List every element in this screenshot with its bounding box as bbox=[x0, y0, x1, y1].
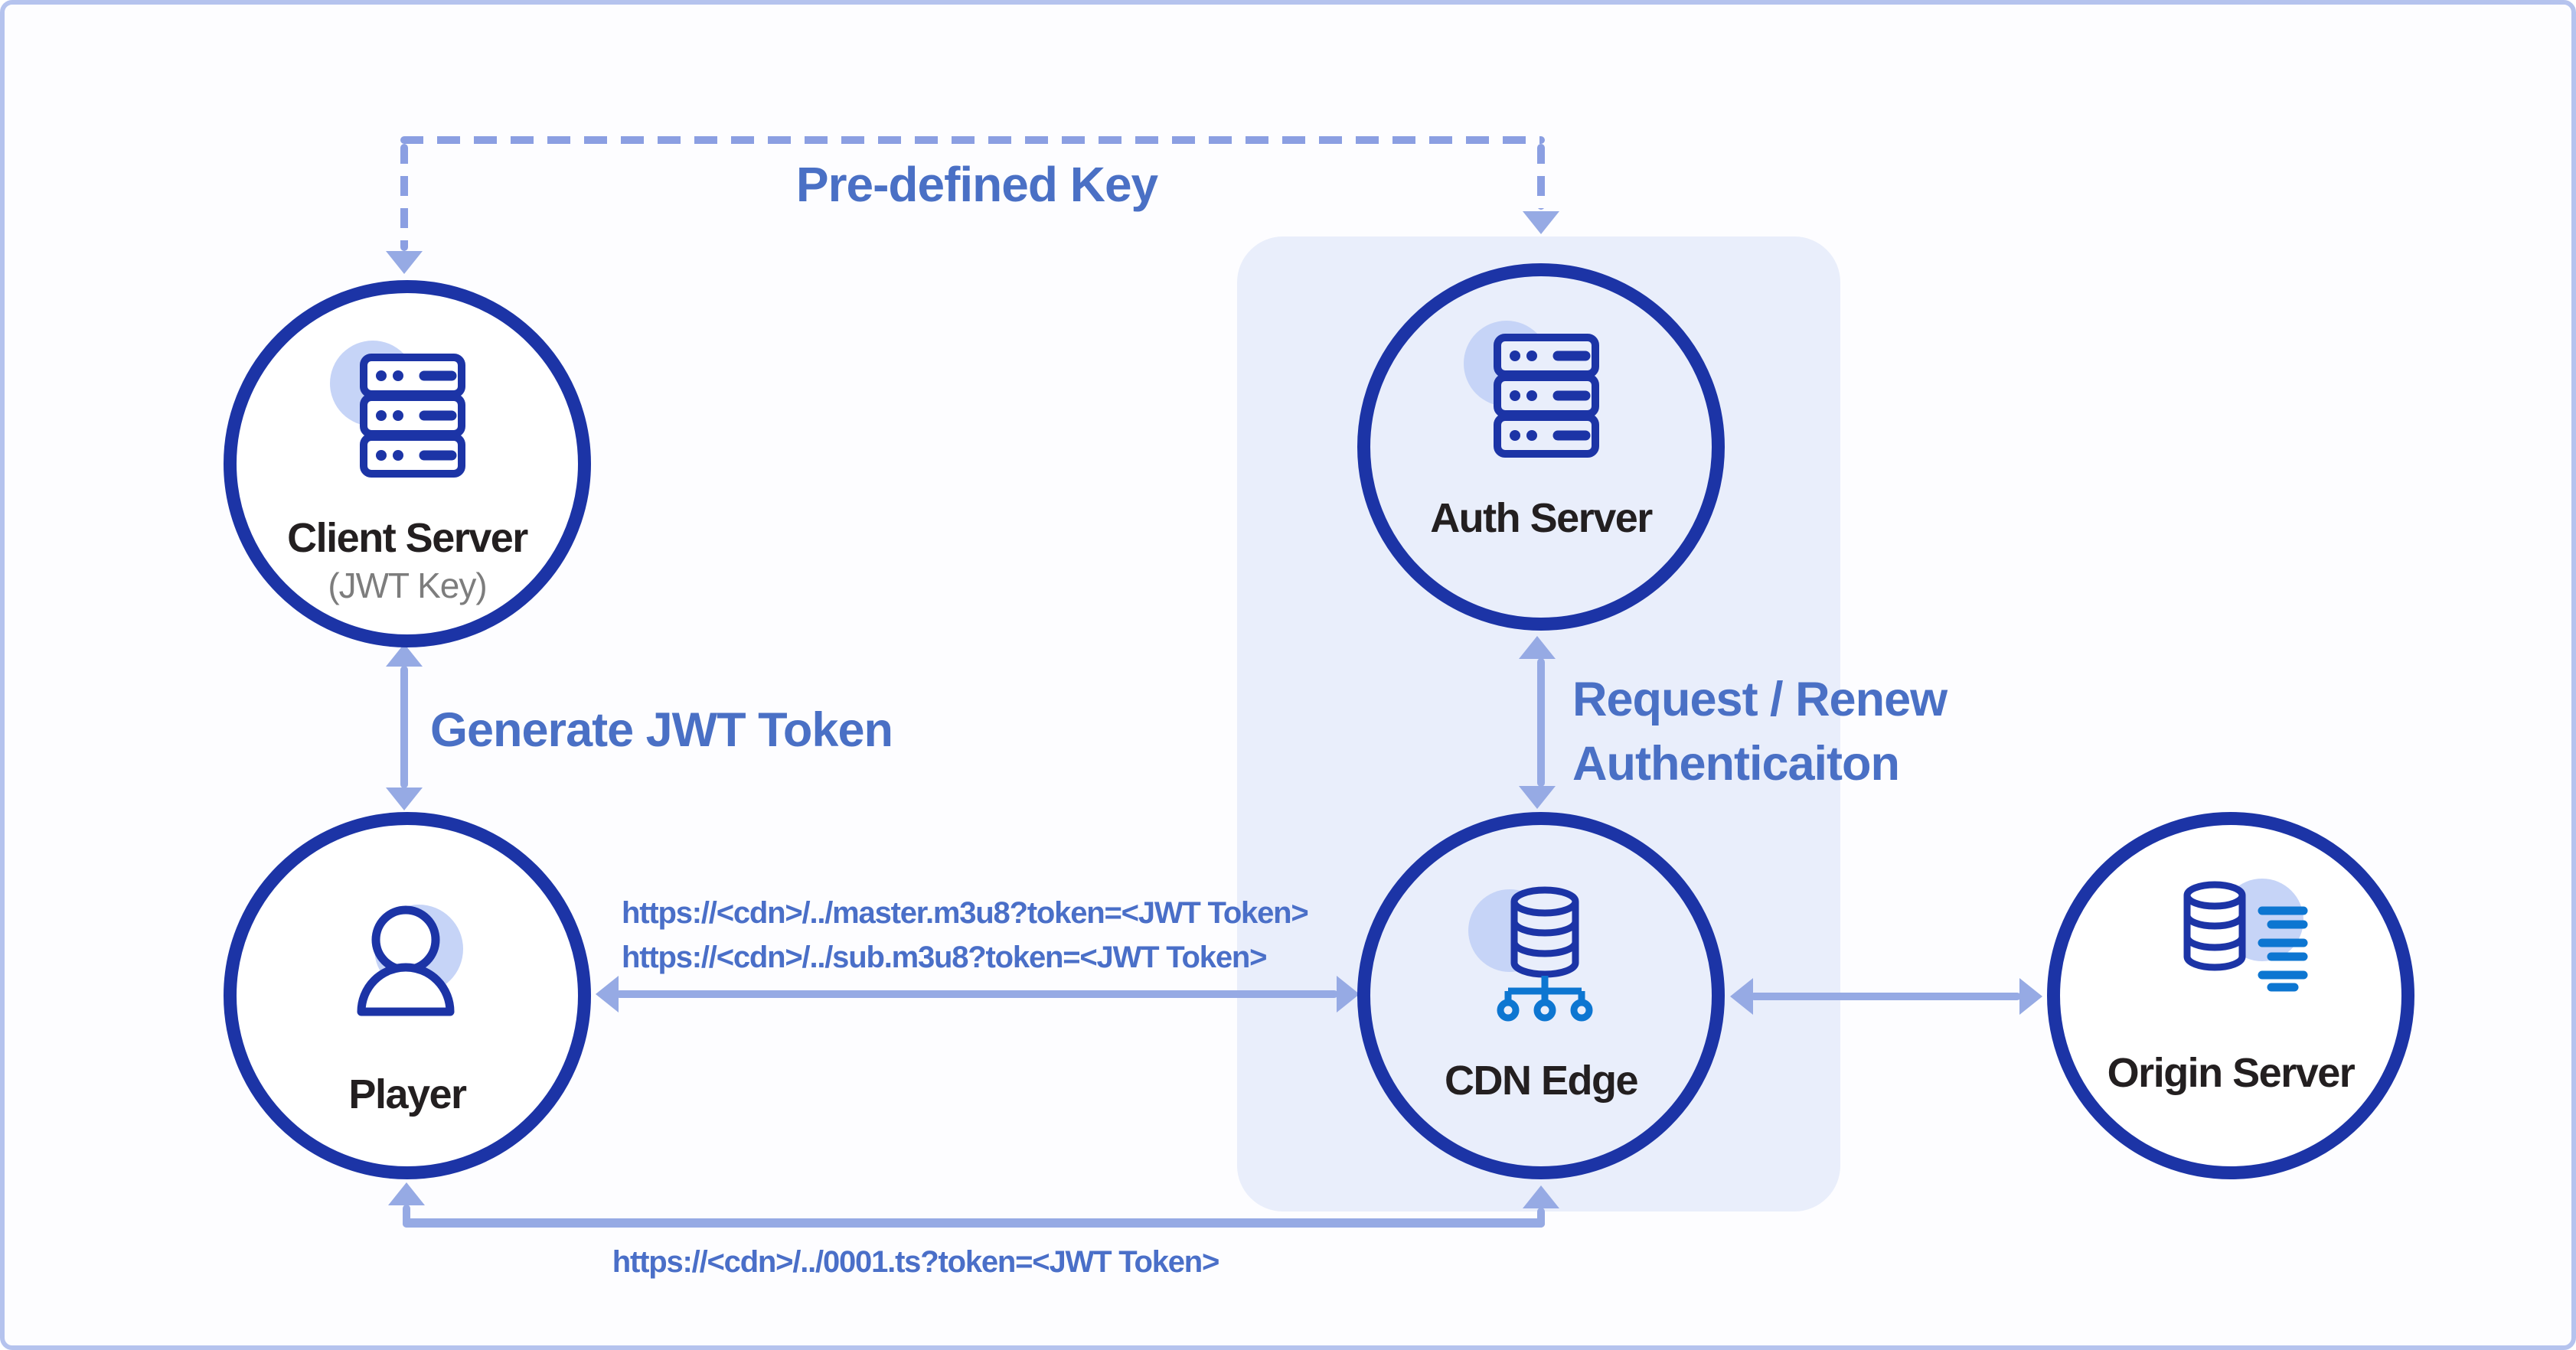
predefined-key-dashed-drop-right bbox=[1537, 144, 1545, 210]
predefined-key-label: Pre-defined Key bbox=[795, 157, 1158, 212]
playback-arrow-line bbox=[615, 990, 1338, 998]
playback-arrowhead-right bbox=[1337, 976, 1360, 1012]
server-rack-icon bbox=[330, 341, 465, 478]
node-title: Auth Server bbox=[1430, 495, 1653, 541]
segment-arrowhead-cdn bbox=[1523, 1185, 1559, 1208]
person-icon bbox=[357, 905, 463, 1016]
database-network-icon bbox=[1468, 886, 1593, 1022]
generate-jwt-arrowhead-bottom bbox=[386, 788, 423, 810]
node-title: CDN Edge bbox=[1444, 1058, 1639, 1104]
node-client-server: Client Server (JWT Key) bbox=[224, 280, 591, 647]
auth-flow-label-line1: Request / Renew bbox=[1572, 673, 1948, 726]
predefined-key-arrowhead-right bbox=[1523, 211, 1559, 234]
segment-connector-bar bbox=[403, 1218, 1545, 1228]
origin-fetch-arrowhead-right bbox=[2019, 978, 2042, 1015]
origin-fetch-arrow-line bbox=[1750, 993, 2021, 1000]
predefined-key-arrowhead-left bbox=[386, 251, 423, 274]
segment-connector-right-stub bbox=[1537, 1208, 1545, 1228]
playback-url-sub: https://<cdn>/../sub.m3u8?token=<JWT Tok… bbox=[622, 941, 1267, 974]
node-player: Player bbox=[224, 812, 591, 1179]
server-rack-icon bbox=[1464, 321, 1599, 458]
node-origin-server: Origin Server bbox=[2047, 812, 2414, 1179]
node-auth-server: Auth Server bbox=[1357, 263, 1725, 631]
node-subtitle: (JWT Key) bbox=[328, 565, 487, 605]
generate-jwt-label: Generate JWT Token bbox=[430, 703, 893, 757]
predefined-key-dashed-drop-left bbox=[400, 144, 408, 251]
predefined-key-dashed-line bbox=[400, 136, 1545, 144]
node-title: Origin Server bbox=[2107, 1050, 2356, 1096]
node-cdn-edge: CDN Edge bbox=[1357, 812, 1725, 1179]
node-title: Player bbox=[348, 1071, 467, 1117]
database-speed-icon bbox=[2183, 879, 2308, 992]
segment-connector-left-stub bbox=[403, 1205, 410, 1228]
auth-flow-arrowhead-bottom bbox=[1519, 786, 1556, 809]
node-title: Client Server bbox=[287, 515, 528, 561]
generate-jwt-arrowhead-top bbox=[386, 644, 423, 667]
auth-flow-arrow-line bbox=[1537, 658, 1545, 787]
segment-url: https://<cdn>/../0001.ts?token=<JWT Toke… bbox=[612, 1245, 1220, 1279]
auth-flow-label-line2: Authenticaiton bbox=[1572, 737, 1900, 791]
generate-jwt-arrow-line bbox=[400, 666, 408, 788]
playback-url-master: https://<cdn>/../master.m3u8?token=<JWT … bbox=[622, 896, 1309, 930]
playback-arrowhead-left bbox=[596, 976, 619, 1012]
segment-arrowhead-player bbox=[388, 1182, 425, 1205]
auth-flow-arrowhead-top bbox=[1519, 636, 1556, 659]
origin-fetch-arrowhead-left bbox=[1730, 978, 1753, 1015]
